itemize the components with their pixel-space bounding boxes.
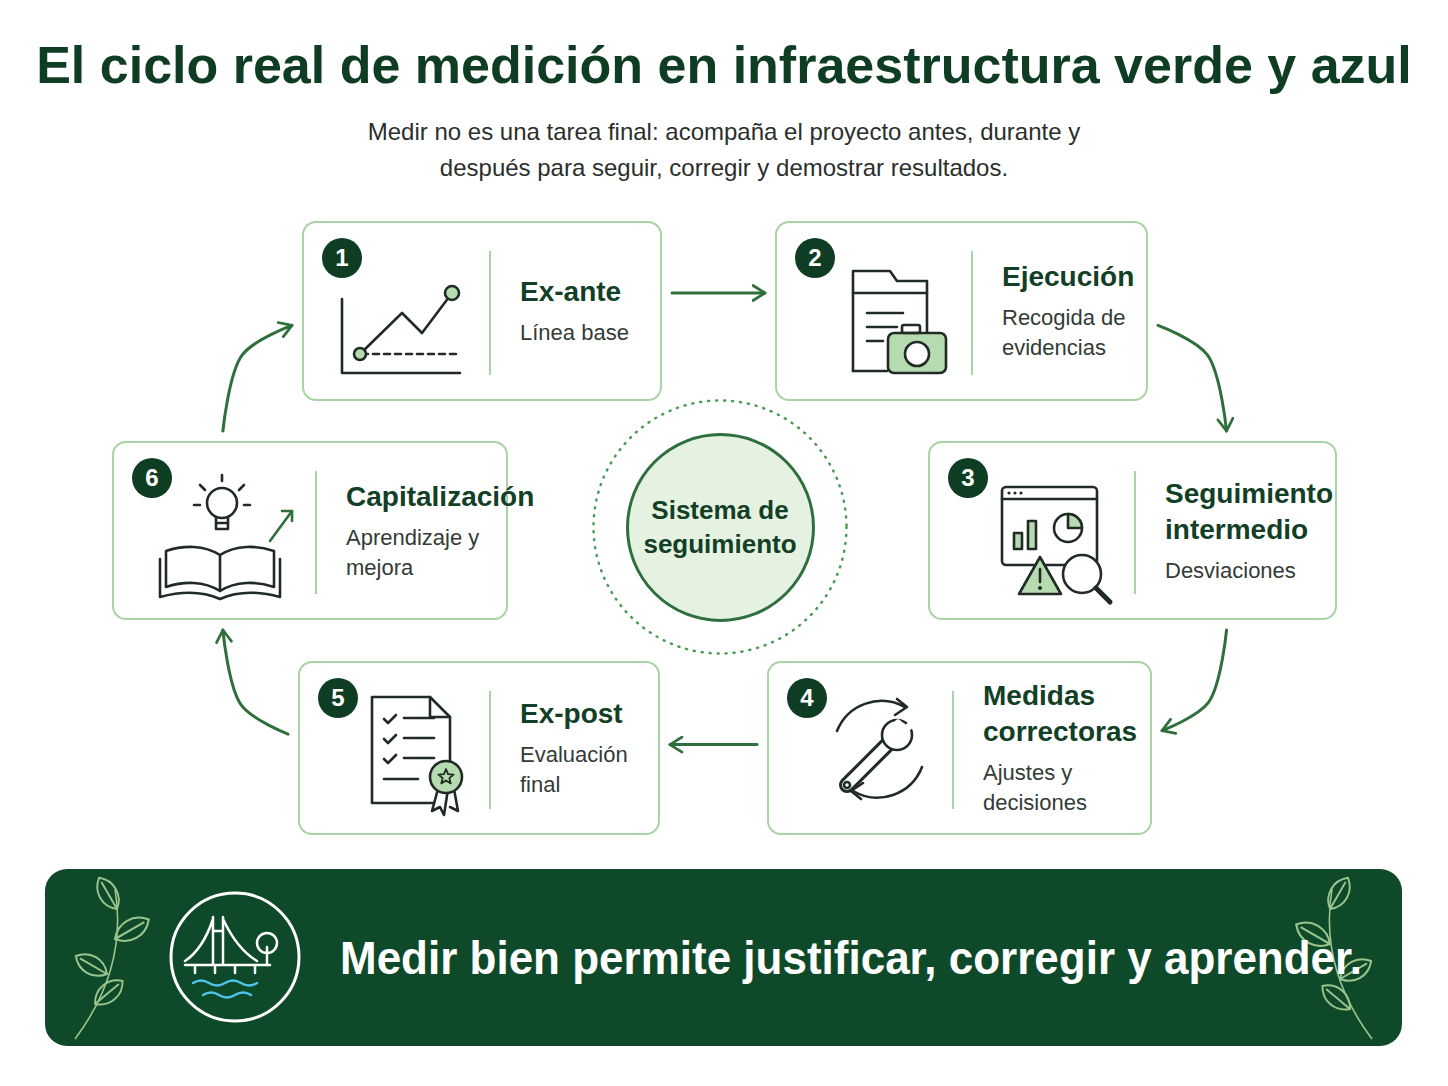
- dotted-ring: [594, 401, 847, 654]
- message-banner: Medir bien permite justificar, corregir …: [45, 869, 1402, 1046]
- box-icon: [160, 475, 292, 599]
- box-icon: [342, 286, 460, 373]
- stage-box: CapitalizaciónAprendizaje y mejora: [112, 441, 508, 620]
- box-divider: [1134, 471, 1136, 594]
- node-body: Recogida de evidencias: [1002, 303, 1130, 363]
- center-circle: Sistema de seguimiento: [626, 433, 815, 622]
- box-divider: [489, 251, 491, 375]
- node-body: Aprendizaje y mejora: [346, 523, 490, 583]
- node-heading: Capitalización: [346, 479, 534, 515]
- callout-number: 2: [795, 238, 835, 278]
- box-divider: [971, 251, 973, 375]
- node-body: Evaluación final: [520, 740, 642, 800]
- stage-box: Seguimiento intermedioDesviaciones: [928, 441, 1337, 620]
- cycle-arrow: [223, 325, 292, 431]
- cycle-arrow: [672, 292, 765, 295]
- stage-box: Medidas correctorasAjustes y decisiones: [767, 661, 1152, 835]
- callout-number: 6: [132, 458, 172, 498]
- node-heading: Ejecución: [1002, 259, 1134, 295]
- node-heading: Ex-ante: [520, 274, 621, 310]
- box-icon: [372, 697, 462, 815]
- leaf-sprig: [71, 873, 153, 1039]
- cycle-arrow: [670, 743, 757, 746]
- cycle-arrow: [1162, 630, 1227, 731]
- callout-number: 5: [318, 678, 358, 718]
- box-icon: [1002, 487, 1110, 602]
- box-divider: [952, 691, 954, 809]
- node-body: Desviaciones: [1165, 556, 1296, 586]
- callout-number: 1: [322, 238, 362, 278]
- node-body: Línea base: [520, 318, 629, 348]
- bridge-emblem: [171, 893, 299, 1021]
- diagram-caption: Medir no es una tarea final: acompaña el…: [324, 114, 1124, 186]
- box-divider: [489, 691, 491, 809]
- node-heading: Sistema de seguimiento: [641, 493, 800, 561]
- box-divider: [315, 471, 317, 594]
- cycle-arrow: [223, 630, 288, 734]
- cycle-arrow: [1158, 325, 1227, 431]
- box-icon: [837, 699, 922, 799]
- banner-text: Medir bien permite justificar, corregir …: [340, 930, 1362, 986]
- node-heading: Seguimiento intermedio: [1165, 476, 1333, 548]
- diagram-title: El ciclo real de medición en infraestruc…: [36, 30, 1412, 100]
- node-body: Ajustes y decisiones: [983, 758, 1134, 818]
- callout-number: 4: [787, 678, 827, 718]
- node-heading: Ex-post: [520, 696, 623, 732]
- node-heading: Medidas correctoras: [983, 678, 1137, 750]
- callout-number: 3: [948, 458, 988, 498]
- box-icon: [853, 271, 946, 373]
- title-bar: El ciclo real de medición en infraestruc…: [0, 30, 1448, 100]
- bridge-symbol: [185, 917, 277, 998]
